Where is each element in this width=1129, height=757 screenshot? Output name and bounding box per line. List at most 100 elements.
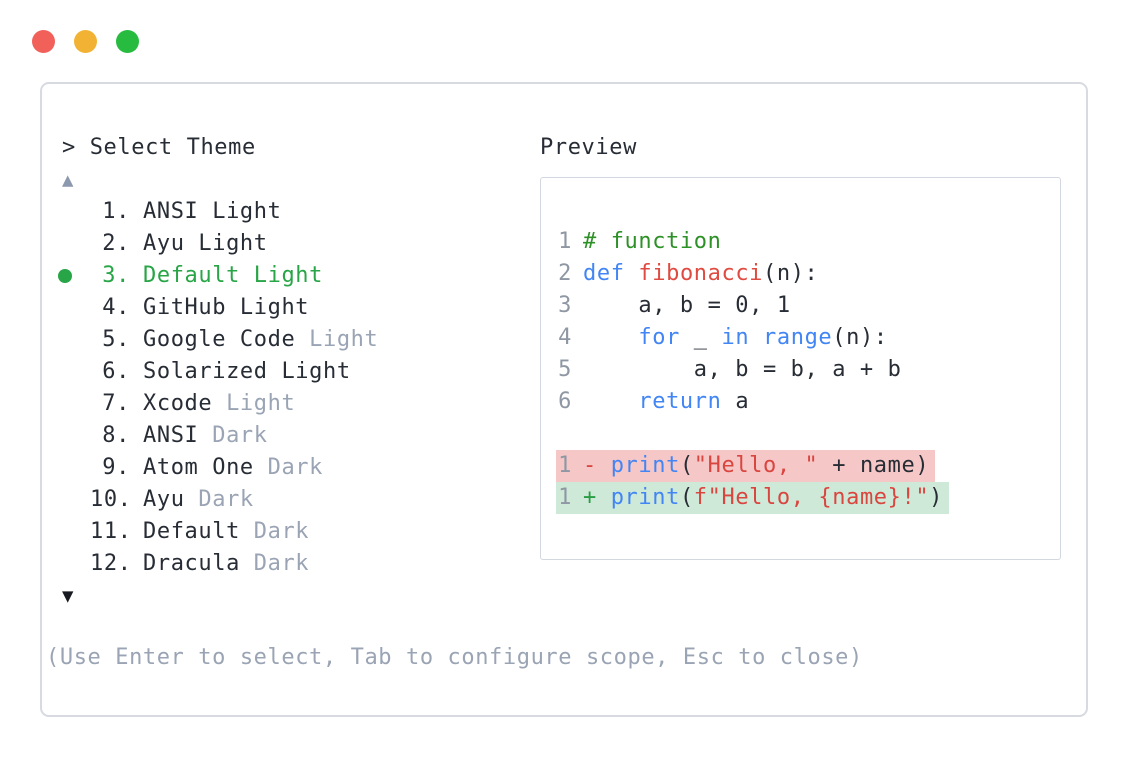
- token-plain: [749, 325, 763, 350]
- theme-name: Solarized Light: [143, 359, 351, 384]
- theme-item-xcode[interactable]: 7. Xcode Light: [62, 388, 378, 420]
- theme-name: Default Light: [143, 263, 323, 288]
- token-keyword: return: [638, 389, 722, 414]
- scroll-up-icon[interactable]: ▲: [62, 169, 75, 191]
- minimize-button[interactable]: [74, 30, 97, 53]
- theme-item-ayu-light[interactable]: 2.Ayu Light: [62, 228, 378, 260]
- theme-selector-panel: > Select Theme ▲ 1. ANSI Light 2.Ayu Light…: [40, 82, 1088, 717]
- line-number: 6: [558, 389, 572, 414]
- theme-name: Xcode Light: [143, 391, 296, 416]
- theme-variant: Dark: [253, 455, 323, 480]
- token-keyword: range: [763, 325, 833, 350]
- theme-item-default[interactable]: 11. Default Dark: [62, 516, 378, 548]
- token-plain: [583, 325, 638, 350]
- code-row: 6 return a: [558, 386, 949, 418]
- marker-slot: [62, 484, 90, 516]
- command-input[interactable]: > Select Theme: [62, 135, 256, 160]
- theme-variant: Light: [295, 327, 379, 352]
- code-line-diff-added: 1+ print(f"Hello, {name}!"): [556, 482, 950, 514]
- theme-variant: Dark: [184, 487, 254, 512]
- token-plain: [583, 389, 638, 414]
- marker-slot: [62, 420, 90, 452]
- marker-slot: [62, 292, 90, 324]
- theme-name: Google Code Light: [143, 327, 379, 352]
- token-comment: # function: [583, 229, 722, 254]
- marker-slot: [62, 228, 90, 260]
- theme-variant: Dark: [239, 551, 310, 576]
- maximize-button[interactable]: [116, 30, 139, 53]
- marker-slot: [58, 260, 90, 292]
- token-plain: _: [679, 325, 722, 350]
- token-plain: a, b = 0, 1: [583, 293, 791, 318]
- token-plain: a: [721, 389, 750, 414]
- theme-number: 12.: [90, 551, 132, 576]
- code-line: 3 a, b = 0, 1: [556, 290, 797, 322]
- theme-item-github-light[interactable]: 4.GitHub Light: [62, 292, 378, 324]
- theme-name: Atom One Dark: [143, 455, 323, 480]
- token-keyword: print: [610, 453, 680, 478]
- line-number: 3: [558, 293, 572, 318]
- token-keyword: in: [721, 325, 750, 350]
- theme-item-atom-one[interactable]: 9. Atom One Dark: [62, 452, 378, 484]
- line-number: 5: [558, 357, 572, 382]
- code-line: 5 a, b = b, a + b: [556, 354, 907, 386]
- line-number: 1: [558, 453, 572, 478]
- theme-item-google-code[interactable]: 5. Google Code Light: [62, 324, 378, 356]
- marker-slot: [62, 196, 90, 228]
- theme-number: 1.: [102, 199, 130, 224]
- theme-number: 7.: [102, 391, 130, 416]
- code-line-diff-removed: 1- print("Hello, " + name): [556, 450, 936, 482]
- token-string: f"Hello, {name}!": [693, 485, 930, 510]
- scroll-down-icon[interactable]: ▼: [62, 585, 75, 607]
- code-row: 1+ print(f"Hello, {name}!"): [556, 482, 950, 514]
- theme-item-ayu[interactable]: 10.Ayu Dark: [62, 484, 378, 516]
- theme-name: ANSI Light: [143, 199, 282, 224]
- help-text: (Use Enter to select, Tab to configure s…: [46, 645, 863, 670]
- token-plain: (: [679, 453, 694, 478]
- theme-name: Default Dark: [143, 519, 310, 544]
- token-keyword: print: [610, 485, 680, 510]
- theme-item-solarized-light[interactable]: 6.Solarized Light: [62, 356, 378, 388]
- marker-slot: [62, 356, 90, 388]
- theme-item-default-light[interactable]: 3. Default Light: [58, 260, 378, 292]
- marker-slot: [62, 548, 90, 580]
- theme-list: 1. ANSI Light 2.Ayu Light 3. Default Light 4.…: [58, 196, 378, 580]
- selected-dot-icon: [58, 269, 72, 283]
- theme-item-ansi[interactable]: 8.ANSI Dark: [62, 420, 378, 452]
- theme-number: 11.: [90, 519, 132, 544]
- code-row: 3 a, b = 0, 1: [558, 290, 949, 322]
- theme-number: 10.: [90, 487, 132, 512]
- token-plain: ): [929, 485, 944, 510]
- token-plain: [625, 261, 639, 286]
- token-keyword: def: [583, 261, 625, 286]
- theme-number: 3.: [102, 263, 130, 288]
- line-number: 4: [558, 325, 572, 350]
- theme-number: 5.: [102, 327, 130, 352]
- code-line: 4 for _ in range(n):: [556, 322, 894, 354]
- theme-item-dracula[interactable]: 12. Dracula Dark: [62, 548, 378, 580]
- theme-variant: Dark: [239, 519, 310, 544]
- theme-number: 9.: [102, 455, 130, 480]
- code-row: 5 a, b = b, a + b: [558, 354, 949, 386]
- marker-slot: [62, 388, 90, 420]
- code-line: 6 return a: [556, 386, 755, 418]
- theme-item-ansi-light[interactable]: 1. ANSI Light: [62, 196, 378, 228]
- line-number: 1: [558, 229, 572, 254]
- marker-slot: [62, 516, 90, 548]
- code-row: 1 # function: [558, 226, 949, 258]
- theme-number: 8.: [102, 423, 130, 448]
- theme-name: Dracula Dark: [143, 551, 310, 576]
- marker-slot: [62, 452, 90, 484]
- token-keyword: for: [638, 325, 680, 350]
- code-line: [556, 418, 589, 450]
- theme-variant: Light: [212, 391, 296, 416]
- token-diff-minus: -: [583, 453, 611, 478]
- token-string: "Hello, ": [693, 453, 819, 478]
- preview-title: Preview: [540, 135, 637, 160]
- theme-number: 4.: [102, 295, 130, 320]
- code-row: [558, 418, 949, 450]
- code-row: 1- print("Hello, " + name): [556, 450, 949, 482]
- close-button[interactable]: [32, 30, 55, 53]
